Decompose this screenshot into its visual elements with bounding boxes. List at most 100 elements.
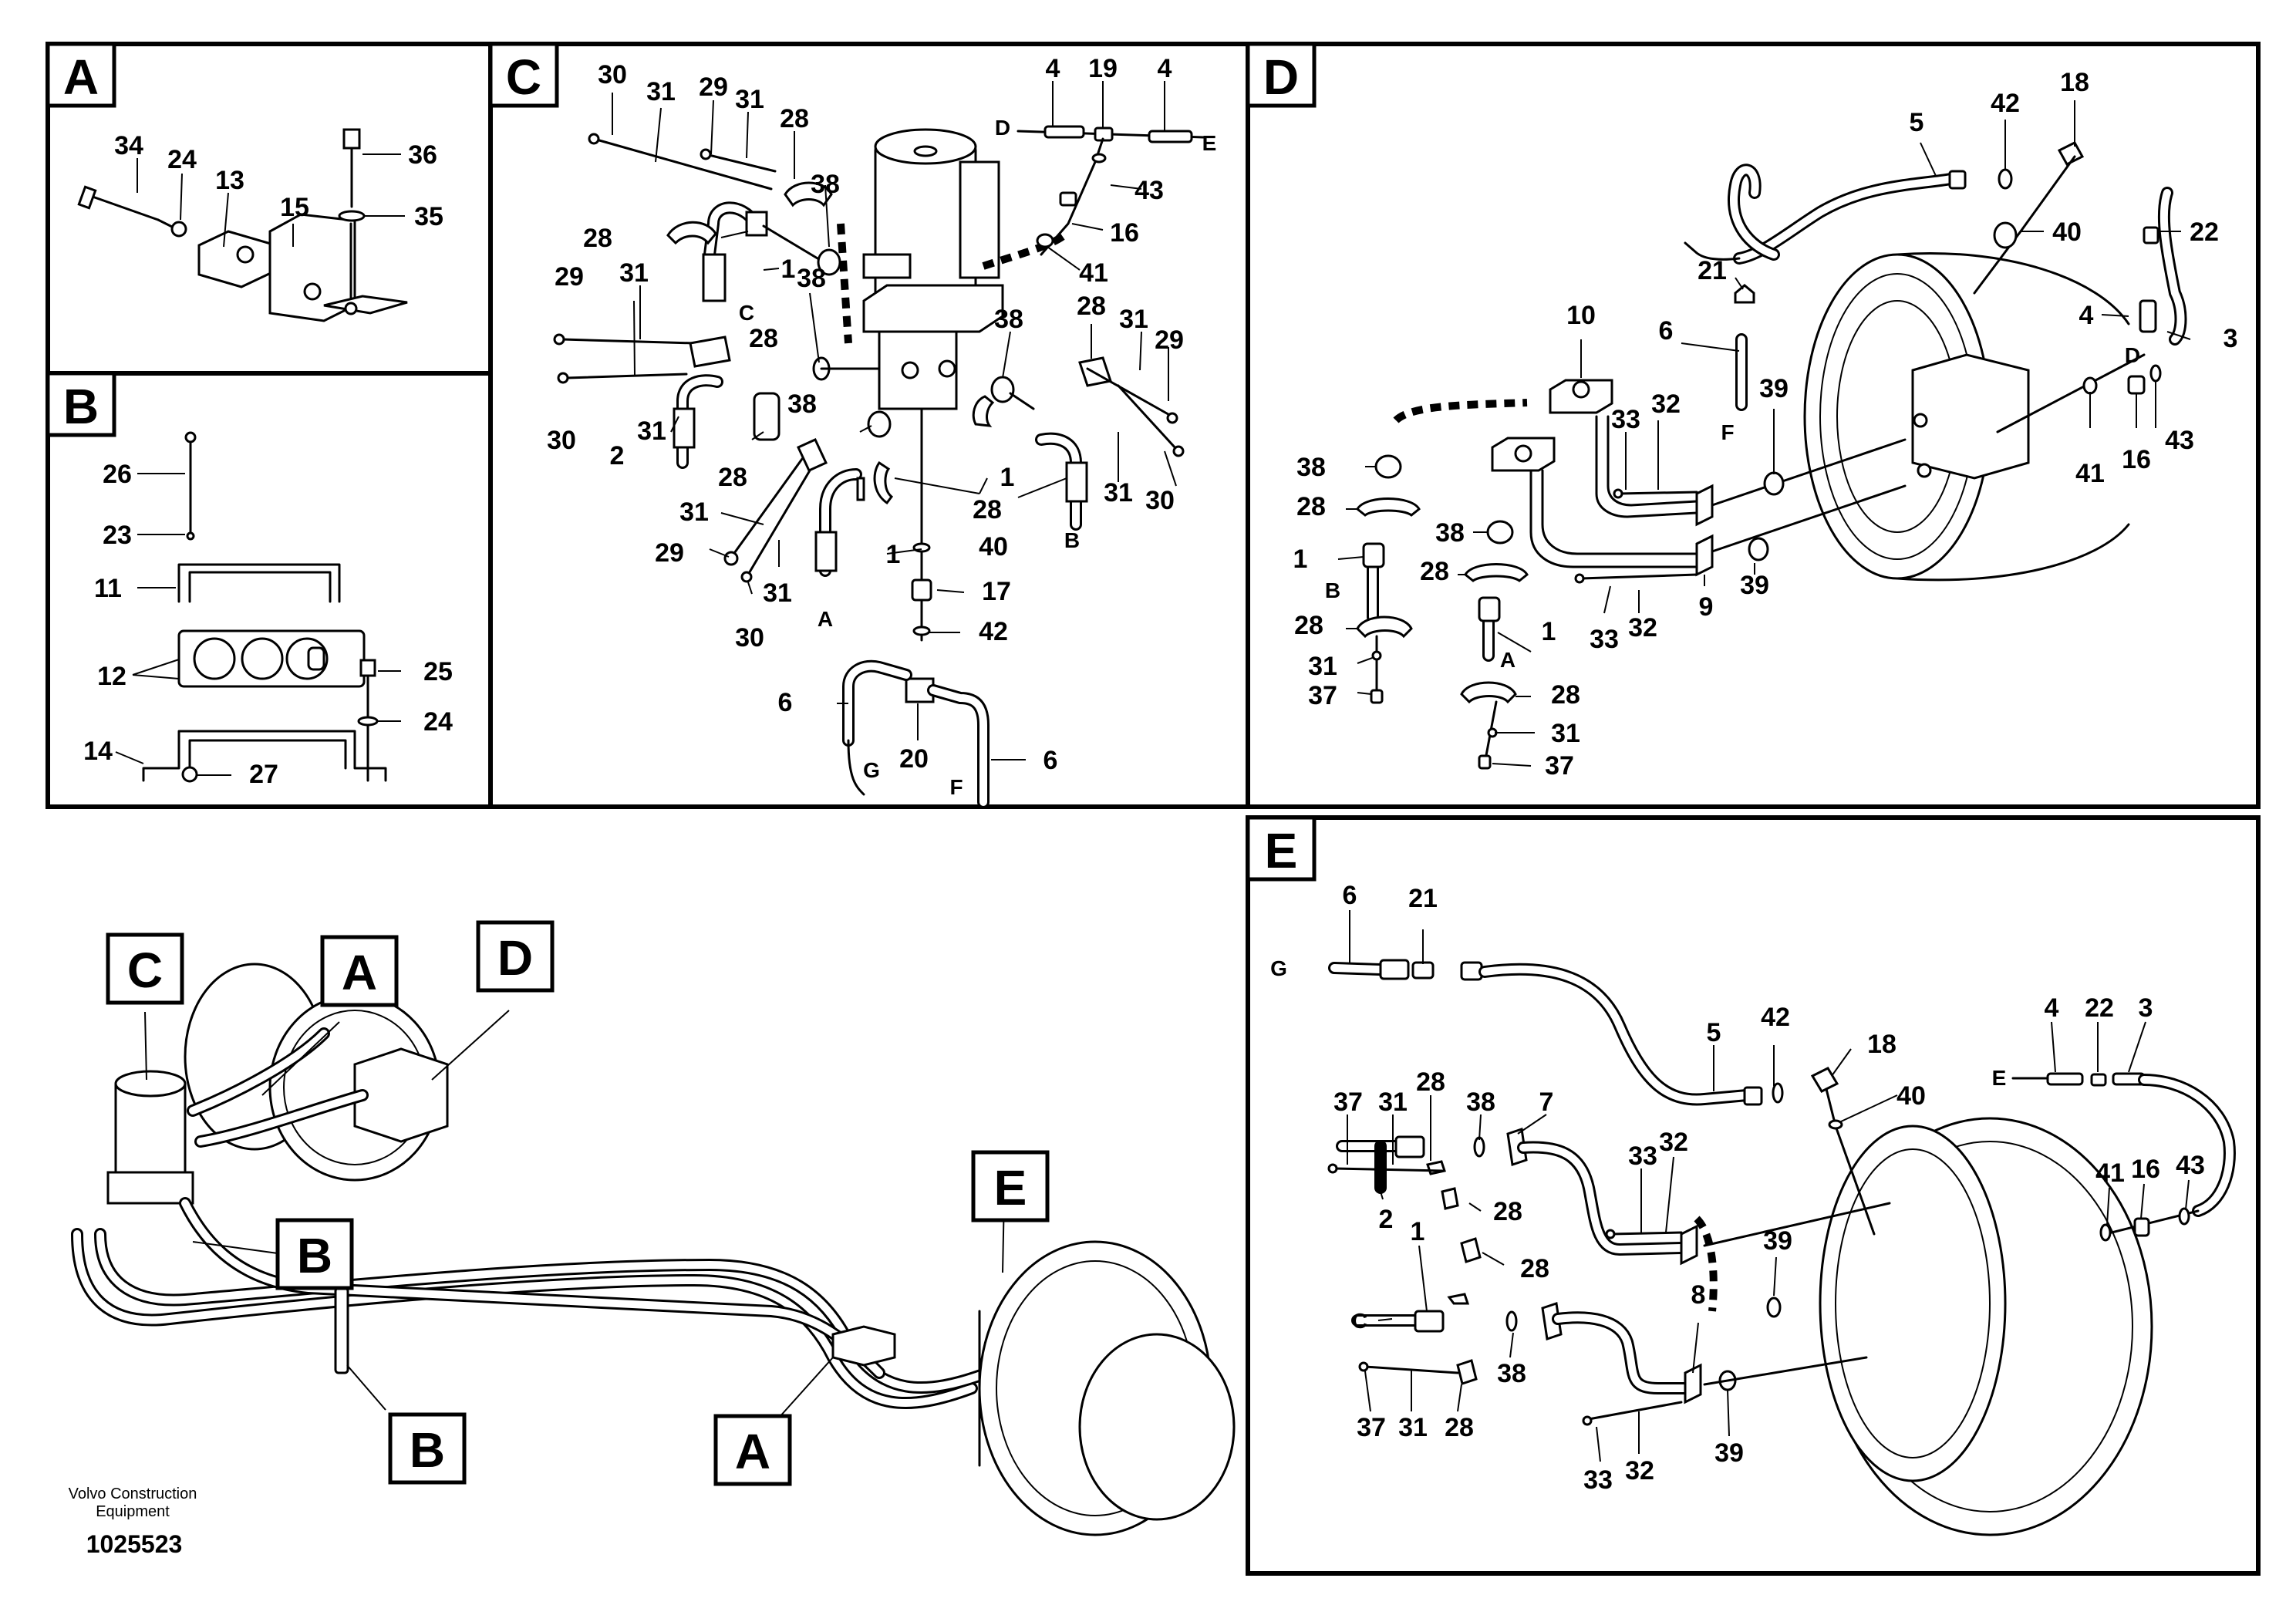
callout-c-19: 19 xyxy=(1088,54,1118,83)
callout-e-33-bottom: 33 xyxy=(1583,1465,1613,1495)
callout-d-40: 40 xyxy=(2052,218,2082,247)
callout-a-34: 34 xyxy=(114,131,143,160)
port-c-a: A xyxy=(818,607,833,631)
callout-d-43: 43 xyxy=(2165,426,2194,455)
callout-b-23: 23 xyxy=(103,521,132,550)
port-e-e: E xyxy=(1992,1066,2007,1090)
callout-c-31-top: 31 xyxy=(646,77,676,106)
callout-e-37-bottom: 37 xyxy=(1357,1413,1386,1442)
port-c-d: D xyxy=(995,116,1010,140)
callout-e-22: 22 xyxy=(2085,993,2114,1023)
callout-b-14: 14 xyxy=(83,737,113,766)
callout-e-28-bottom: 28 xyxy=(1445,1413,1474,1442)
overview-artwork xyxy=(71,963,1236,1536)
callout-e-5: 5 xyxy=(1707,1018,1721,1047)
svg-text:C: C xyxy=(127,943,163,998)
callout-c-30-left: 30 xyxy=(547,426,576,455)
callout-d-6: 6 xyxy=(1659,316,1674,346)
panel-d-frame xyxy=(1246,42,2261,809)
svg-text:A: A xyxy=(735,1424,770,1479)
callout-c-6-right: 6 xyxy=(1043,746,1058,775)
callout-e-1: 1 xyxy=(1411,1217,1425,1246)
callout-a-24: 24 xyxy=(167,145,197,174)
callout-c-30-bottom: 30 xyxy=(735,623,764,653)
callout-c-31-right: 31 xyxy=(1119,305,1148,334)
callout-c-38-mid: 38 xyxy=(797,264,826,293)
svg-text:B: B xyxy=(63,379,99,434)
panel-c-label: C xyxy=(488,42,559,108)
callout-e-28-top: 28 xyxy=(1416,1067,1445,1097)
svg-text:E: E xyxy=(994,1160,1027,1216)
callout-c-1-top: 1 xyxy=(781,255,796,284)
callout-e-32-bottom: 32 xyxy=(1625,1456,1654,1485)
callout-c-17: 17 xyxy=(982,577,1011,606)
port-e-g: G xyxy=(1270,956,1287,980)
panel-e-label: E xyxy=(1246,815,1317,882)
callout-c-28-center: 28 xyxy=(973,495,1002,524)
callout-c-20: 20 xyxy=(899,744,929,774)
callout-e-28-lower: 28 xyxy=(1520,1254,1549,1283)
callout-d-39-top: 39 xyxy=(1759,374,1789,403)
port-c-label: C xyxy=(739,301,754,325)
callout-c-4-right: 4 xyxy=(1158,54,1172,83)
callout-c-29-left: 29 xyxy=(555,262,584,292)
callout-e-18: 18 xyxy=(1867,1030,1896,1059)
callout-b-12: 12 xyxy=(97,662,126,691)
callout-e-4: 4 xyxy=(2045,993,2059,1023)
callout-e-40: 40 xyxy=(1896,1081,1926,1111)
callout-c-28-right: 28 xyxy=(1077,292,1106,321)
callout-c-28-lower: 28 xyxy=(718,463,747,492)
callout-a-13: 13 xyxy=(215,166,244,195)
callout-c-29-bottom: 29 xyxy=(655,538,684,568)
panel-e-artwork xyxy=(1327,910,2236,1536)
callout-c-28-mid: 28 xyxy=(749,324,778,353)
callout-d-37-lower: 37 xyxy=(1308,681,1337,710)
svg-text:A: A xyxy=(342,945,377,1000)
callout-d-33-top: 33 xyxy=(1611,405,1640,434)
port-d-a: A xyxy=(1500,648,1515,672)
svg-text:E: E xyxy=(1265,823,1298,878)
callout-e-41: 41 xyxy=(2095,1158,2125,1188)
callout-d-28-bottom: 28 xyxy=(1551,680,1580,710)
callout-c-38-right: 38 xyxy=(994,305,1023,334)
callout-d-22: 22 xyxy=(2190,218,2219,247)
callout-e-21: 21 xyxy=(1408,884,1438,913)
port-c-e: E xyxy=(1202,131,1217,155)
callout-e-32-top: 32 xyxy=(1659,1128,1688,1157)
callout-d-33-bottom: 33 xyxy=(1590,625,1619,654)
callout-c-29-right: 29 xyxy=(1155,325,1184,355)
callout-d-21: 21 xyxy=(1698,256,1727,285)
callout-e-42: 42 xyxy=(1761,1003,1790,1032)
callout-e-39-bottom: 39 xyxy=(1714,1438,1744,1468)
callout-d-28-left: 28 xyxy=(1296,492,1326,521)
panel-a-label: A xyxy=(46,42,116,108)
overview-marker-a-top: A xyxy=(320,935,399,1007)
callout-c-31-bottom: 31 xyxy=(679,497,709,527)
callout-c-31-bottom2: 31 xyxy=(763,578,792,608)
svg-text:D: D xyxy=(497,930,533,986)
callout-d-4: 4 xyxy=(2079,301,2094,330)
callout-c-1-bottom: 1 xyxy=(886,540,901,569)
callout-d-9: 9 xyxy=(1699,592,1714,622)
panel-c-artwork xyxy=(553,81,1205,808)
svg-text:B: B xyxy=(297,1228,332,1283)
callout-c-30-right: 30 xyxy=(1145,486,1175,515)
callout-e-16: 16 xyxy=(2131,1155,2160,1184)
callout-d-3: 3 xyxy=(2224,324,2238,353)
port-c-b: B xyxy=(1064,528,1080,552)
overview-marker-c: C xyxy=(106,932,184,1005)
callout-c-43: 43 xyxy=(1135,176,1164,205)
callout-c-31-top2: 31 xyxy=(735,85,764,114)
callout-e-3: 3 xyxy=(2139,993,2153,1023)
callout-e-28-mid: 28 xyxy=(1493,1197,1522,1226)
callout-c-1-right: 1 xyxy=(1000,463,1015,492)
footer-company-line1: Volvo Construction xyxy=(69,1485,197,1502)
svg-text:B: B xyxy=(410,1422,445,1478)
callout-c-38-lower: 38 xyxy=(787,389,817,419)
port-e-c: C xyxy=(1352,1309,1367,1333)
callout-e-8: 8 xyxy=(1691,1280,1706,1310)
footer-company-line2: Equipment xyxy=(96,1503,170,1520)
callout-d-38-mid: 38 xyxy=(1435,518,1465,548)
callout-d-28-lower: 28 xyxy=(1294,611,1323,640)
